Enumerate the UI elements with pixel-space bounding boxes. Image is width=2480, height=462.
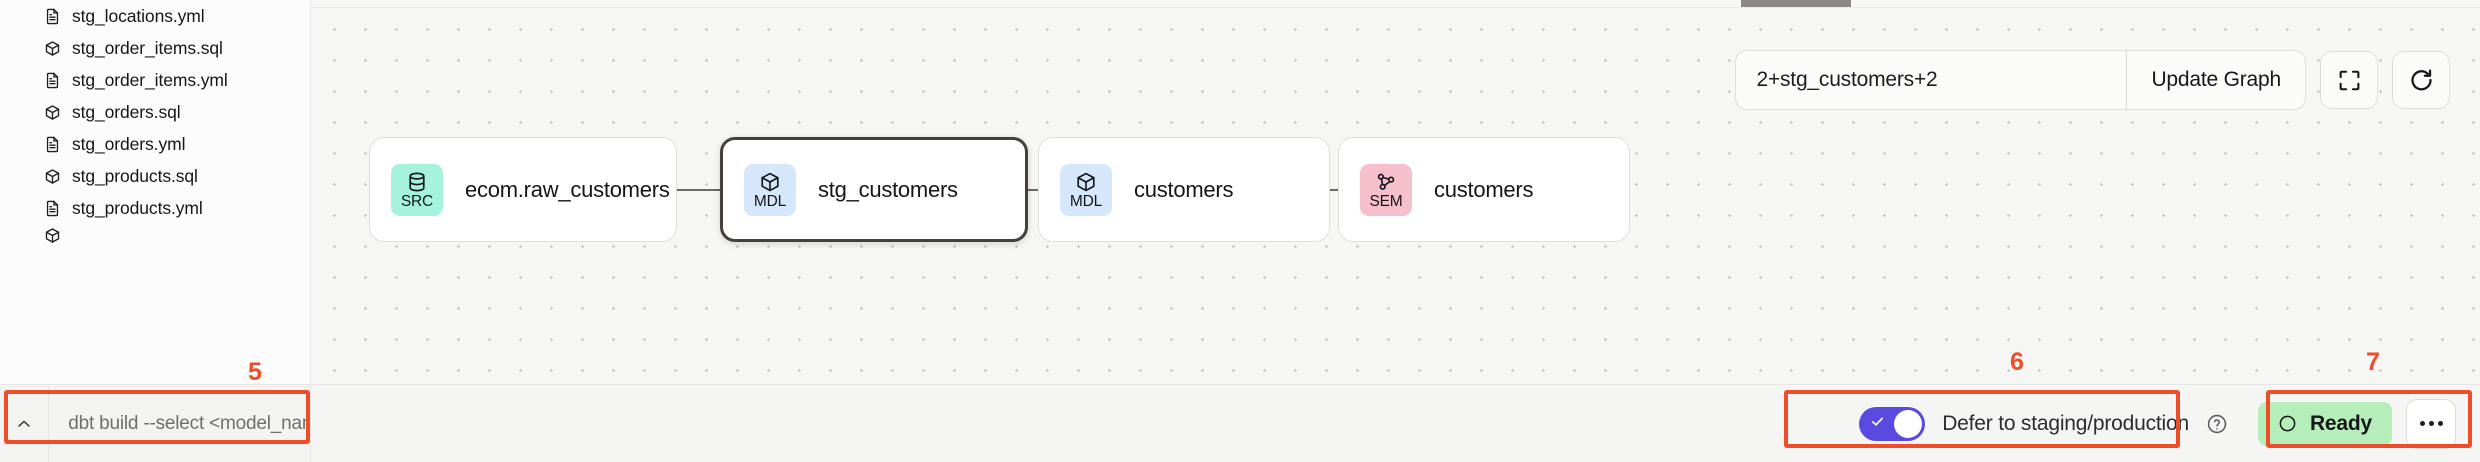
horizontal-scrollbar-thumb[interactable] [1741,0,1851,7]
graph-selector-input[interactable] [1736,51,2127,109]
graph-selector-group: Update Graph [1735,50,2306,110]
file-explorer-sidebar: stg_locations.yml stg_order_items.sql [0,0,311,384]
mdl-badge: MDL [1060,163,1112,216]
node-label: ecom.raw_customers [465,176,670,202]
command-input[interactable]: dbt build --select <model_name> [68,412,310,434]
src-badge-label: SRC [400,192,434,210]
file-tree-item[interactable]: stg_products.yml [0,192,310,224]
defer-control: Defer to staging/production [1845,406,2242,441]
bottom-bar-right: Defer to staging/production [311,385,2480,462]
sql-model-icon [44,104,61,121]
graph-node-customers-model[interactable]: MDL customers [1038,137,1330,242]
graph-node-source[interactable]: SRC ecom.raw_customers [369,137,677,242]
mdl-badge-label: MDL [1069,192,1103,210]
sql-model-icon [44,40,61,57]
file-tree-item[interactable]: stg_orders.yml [0,128,310,160]
file-tree-item[interactable]: stg_orders.sql [0,96,310,128]
cube-icon [761,172,779,191]
check-icon [1870,414,1885,434]
mdl-badge: MDL [744,163,796,216]
defer-toggle[interactable] [1859,406,1926,441]
status-circle-icon [2278,414,2297,433]
status-label: Ready [2309,411,2372,435]
database-icon [409,172,425,191]
sql-model-icon [44,168,61,185]
file-name: stg_orders.sql [72,101,181,122]
file-name: stg_products.sql [72,165,198,186]
file-name: stg_locations.yml [72,5,205,26]
graph-toolbar: Update Graph [1735,50,2450,110]
yml-file-icon [44,8,61,25]
file-name: stg_products.yml [72,197,203,218]
sem-badge: SEM [1360,163,1412,216]
status-group: Ready [2257,398,2456,449]
bottom-status-bar: dbt build --select <model_name> Defer to… [0,384,2480,462]
main-body: stg_locations.yml stg_order_items.sql [0,0,2480,384]
graph-node-stg-customers[interactable]: MDL stg_customers [720,137,1028,242]
node-label: customers [1134,176,1234,202]
file-tree-item[interactable]: stg_products.sql [0,160,310,192]
status-badge[interactable]: Ready [2257,401,2392,446]
lineage-graph-canvas[interactable]: SRC ecom.raw_customers MDL stg_customers [311,0,2480,384]
src-badge: SRC [391,163,443,216]
refresh-graph-button[interactable] [2392,51,2450,109]
node-label: customers [1434,176,1534,202]
more-options-button[interactable] [2406,398,2456,449]
sql-model-icon [44,227,61,244]
file-tree-item[interactable]: stg_order_items.yml [0,64,310,96]
mdl-badge-label: MDL [753,192,787,210]
canvas-top-divider [311,7,2480,8]
file-tree-item[interactable]: stg_locations.yml [0,0,310,32]
command-bar: dbt build --select <model_name> [0,385,311,462]
chevron-up-icon [18,420,30,427]
file-tree-item-truncated[interactable] [0,224,310,246]
help-circle-icon[interactable] [2206,413,2228,435]
fullscreen-button[interactable] [2320,51,2378,109]
yml-file-icon [44,200,61,217]
fullscreen-icon [2339,70,2359,90]
file-tree-item[interactable]: stg_order_items.sql [0,32,310,64]
yml-file-icon [44,136,61,153]
file-name: stg_orders.yml [72,133,186,154]
graph-node-icon [1377,173,1395,190]
file-name: stg_order_items.sql [72,37,223,58]
update-graph-button[interactable]: Update Graph [2126,51,2305,109]
expand-console-button[interactable] [0,385,50,462]
defer-label: Defer to staging/production [1942,411,2189,435]
file-tree: stg_locations.yml stg_order_items.sql [0,0,310,246]
node-label: stg_customers [818,176,958,202]
more-horizontal-icon [2419,421,2425,426]
yml-file-icon [44,72,61,89]
graph-node-customers-semantic[interactable]: SEM customers [1338,137,1630,242]
sem-badge-label: SEM [1369,192,1403,210]
file-name: stg_order_items.yml [72,69,228,90]
cube-icon [1077,172,1095,191]
toggle-knob [1894,409,1923,438]
more-horizontal-icon [2437,421,2443,426]
refresh-icon [2410,68,2432,90]
more-horizontal-icon [2428,421,2434,426]
